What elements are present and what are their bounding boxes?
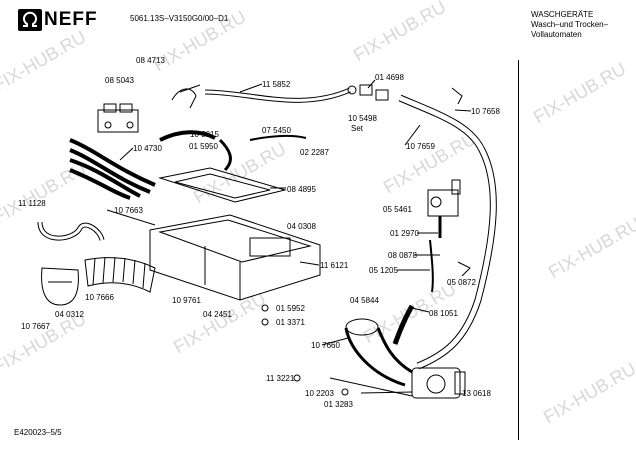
part-label: 10 7667: [21, 322, 50, 331]
part-label: 10 9761: [172, 296, 201, 305]
page-reference: E420023–5/5: [14, 428, 62, 437]
part-label: 04 5844: [350, 296, 379, 305]
part-label: 08 4895: [287, 185, 316, 194]
brand-logo: NEFF: [18, 8, 98, 32]
part-label: 05 0872: [447, 278, 476, 287]
part-label: 05 5461: [383, 205, 412, 214]
part-label: 08 5043: [105, 76, 134, 85]
part-label: 10 7659: [406, 142, 435, 151]
page-divider: [518, 60, 519, 440]
part-label: 10 7663: [114, 206, 143, 215]
omega-icon: [18, 9, 42, 31]
part-label: 10 5498: [348, 114, 377, 123]
part-label: 08 1051: [429, 309, 458, 318]
part-label: 05 1205: [369, 266, 398, 275]
part-label: 10 4730: [133, 144, 162, 153]
part-label: 11 3221: [266, 374, 295, 383]
part-label: 11 6121: [320, 261, 349, 270]
part-label: 10 7666: [85, 293, 114, 302]
category-line-1: WASCHGERÄTE: [531, 10, 594, 19]
part-label: 01 2970: [390, 229, 419, 238]
part-label: 01 3371: [276, 318, 305, 327]
part-label: 01 5952: [276, 304, 305, 313]
brand-name: NEFF: [44, 9, 98, 30]
part-label: 13 0618: [462, 389, 491, 398]
part-label: 01 5950: [189, 142, 218, 151]
part-label: 07 5450: [262, 126, 291, 135]
part-label: 08 4713: [136, 56, 165, 65]
part-label: 02 2287: [300, 148, 329, 157]
part-label: 11 1128: [18, 199, 46, 208]
part-label: 10 2203: [305, 389, 334, 398]
part-label: 01 3283: [324, 400, 353, 409]
part-label: 04 0308: [287, 222, 316, 231]
category-line-3: Vollautomaten: [531, 30, 582, 39]
part-label: 04 2451: [203, 310, 232, 319]
part-label: 10 7660: [311, 341, 340, 350]
part-label: 04 0312: [55, 310, 84, 319]
category-line-2: Wasch–und Trocken–: [531, 20, 609, 29]
model-code: 5061.13S–V3150G0/00–D1: [130, 14, 229, 23]
part-label: 10 7658: [471, 107, 500, 116]
part-label: 08 0878: [388, 251, 417, 260]
part-label: 01 4698: [375, 73, 404, 82]
part-label: 11 5852: [262, 80, 291, 89]
part-label: Set: [351, 124, 364, 133]
part-label: 10 9015: [190, 130, 219, 139]
